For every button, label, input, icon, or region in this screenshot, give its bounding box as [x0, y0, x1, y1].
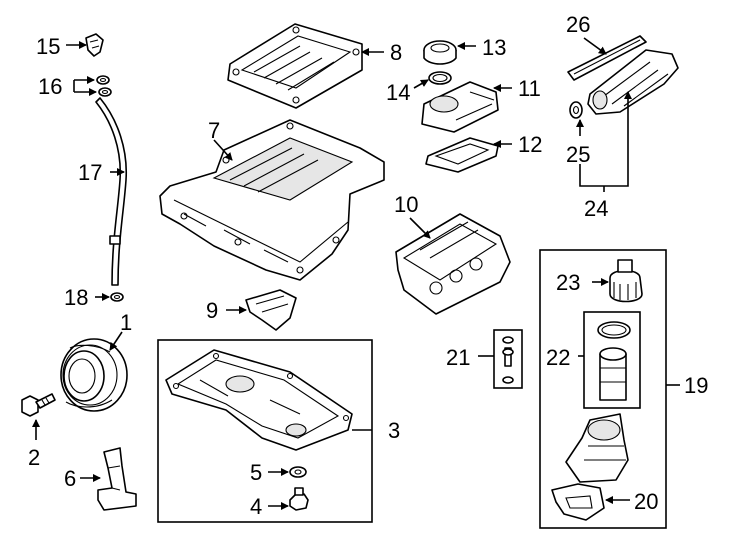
callout-5: 5 [250, 460, 262, 485]
callout-26: 26 [566, 12, 590, 37]
callout-23: 23 [556, 270, 580, 295]
callout-18: 18 [64, 285, 88, 310]
part-20-gasket[interactable] [551, 483, 605, 521]
part-4-drain-plug[interactable] [289, 487, 309, 511]
callout-labels: 15 16 17 18 1 2 6 7 8 9 3 5 4 10 13 14 1… [28, 12, 708, 519]
part-23-filter-cap[interactable] [609, 259, 643, 303]
leader-lines [32, 37, 680, 510]
part-16-seals[interactable] [96, 75, 112, 97]
part-19-filter-housing[interactable] [565, 413, 629, 483]
group-box-22 [583, 311, 641, 409]
callout-6: 6 [64, 466, 76, 491]
part-6-sensor[interactable] [97, 447, 137, 511]
callout-20: 20 [634, 489, 658, 514]
callout-14: 14 [386, 80, 410, 105]
group-box-19 [539, 249, 667, 529]
group-box-3 [157, 339, 373, 523]
callout-2: 2 [28, 445, 40, 470]
part-2-bolt[interactable] [21, 393, 56, 417]
part-25-washer[interactable] [569, 101, 583, 119]
part-12-gasket[interactable] [425, 137, 499, 173]
part-7-upper-oil-pan[interactable] [159, 119, 385, 281]
callout-3: 3 [388, 418, 400, 443]
callout-8: 8 [390, 40, 402, 65]
part-22-filter-element[interactable] [597, 321, 631, 401]
callout-16: 16 [38, 74, 62, 99]
callout-10: 10 [394, 192, 418, 217]
callout-11: 11 [518, 76, 541, 101]
callout-9: 9 [206, 298, 218, 323]
part-9-baffle[interactable] [245, 289, 297, 331]
part-11-filler-housing[interactable] [421, 81, 499, 133]
group-box-21 [493, 329, 523, 389]
callout-13: 13 [482, 35, 506, 60]
callout-7: 7 [208, 118, 220, 143]
callout-17: 17 [78, 160, 102, 185]
part-15-sensor[interactable] [85, 33, 104, 57]
callout-24: 24 [584, 196, 608, 221]
callout-1: 1 [120, 310, 132, 335]
callout-21: 21 [446, 345, 470, 370]
part-3-lower-oil-pan[interactable] [165, 349, 353, 451]
part-5-washer[interactable] [289, 466, 307, 478]
callout-12: 12 [518, 132, 542, 157]
part-10-cylinder-head[interactable] [395, 213, 511, 315]
part-13-cap[interactable] [423, 40, 457, 65]
callout-4: 4 [250, 494, 262, 519]
callout-19: 19 [684, 373, 708, 398]
part-1-pulley[interactable] [60, 338, 128, 412]
part-17-dipstick-tube[interactable] [95, 97, 128, 286]
part-24-valve-cover[interactable] [587, 49, 679, 115]
part-14-seal[interactable] [428, 71, 452, 85]
part-18-seal[interactable] [110, 292, 124, 302]
callout-22: 22 [546, 345, 570, 370]
part-8-cover-plate[interactable] [227, 23, 363, 109]
callout-25: 25 [566, 142, 590, 167]
part-21-bolt-kit[interactable] [502, 336, 514, 384]
part-26-gasket[interactable] [567, 35, 647, 81]
callout-15: 15 [36, 34, 60, 59]
